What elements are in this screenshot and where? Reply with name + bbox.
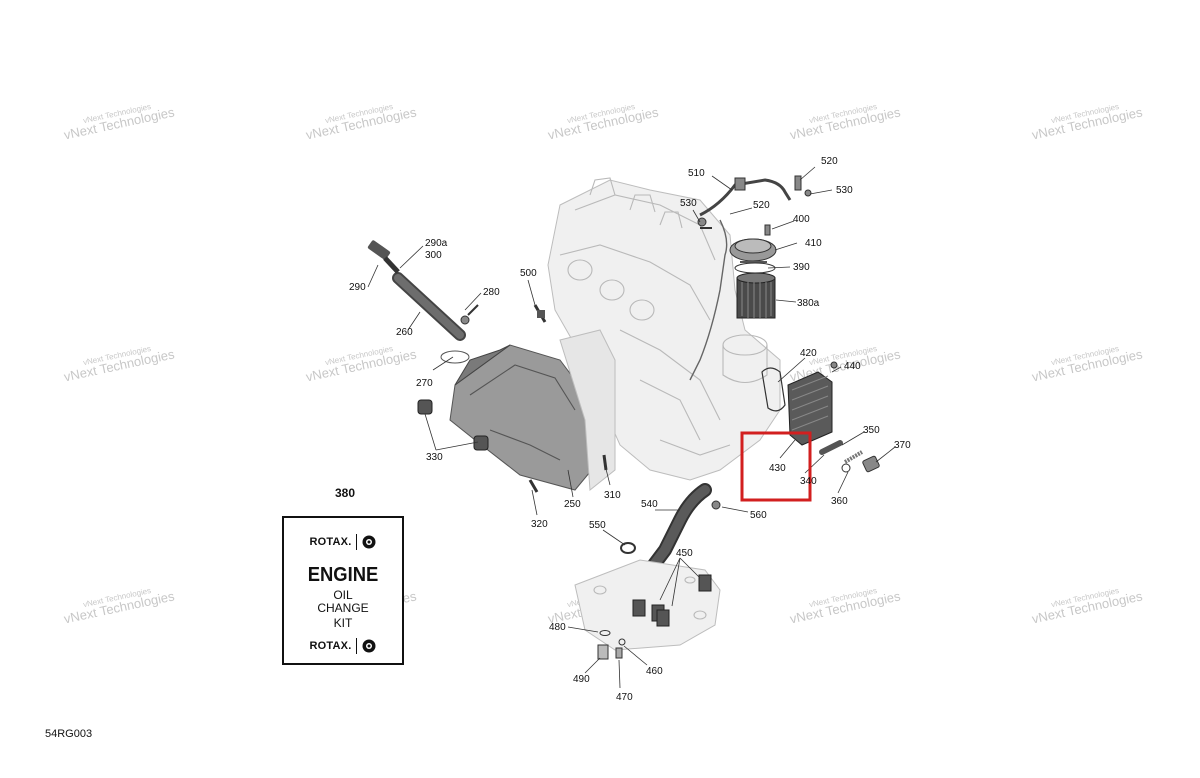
brand-separator bbox=[356, 638, 358, 654]
callout-290: 290 bbox=[349, 282, 366, 293]
callout-390: 390 bbox=[793, 262, 810, 273]
callout-540: 540 bbox=[641, 499, 658, 510]
kit-title-engine: ENGINE bbox=[307, 564, 379, 586]
callout-280: 280 bbox=[483, 287, 500, 298]
callout-310: 310 bbox=[604, 490, 621, 501]
callout-400: 400 bbox=[793, 214, 810, 225]
brand-row-bottom: ROTAX. bbox=[284, 636, 402, 656]
kit-callout: 380 bbox=[334, 486, 356, 500]
callout-560: 560 bbox=[750, 510, 767, 521]
kit-line-oil: OIL bbox=[333, 588, 353, 602]
brand-text-top: ROTAX. bbox=[309, 536, 352, 548]
callout-460: 460 bbox=[646, 666, 663, 677]
callout-340: 340 bbox=[800, 476, 817, 487]
callout-510: 510 bbox=[688, 168, 705, 179]
crankcase-lower bbox=[574, 559, 721, 651]
callout-500: 500 bbox=[520, 268, 537, 279]
callout-270: 270 bbox=[416, 378, 433, 389]
callout-260: 260 bbox=[396, 327, 413, 338]
callout-530a: 530 bbox=[680, 198, 697, 209]
callout-250: 250 bbox=[564, 499, 581, 510]
oil-change-kit-box: ROTAX. ENGINE OIL CHANGE KIT ROTAX. bbox=[282, 516, 404, 665]
oil-line-assembly bbox=[689, 175, 812, 381]
callout-290a: 290a bbox=[425, 238, 448, 249]
callout-320: 320 bbox=[531, 519, 548, 530]
callout-480: 480 bbox=[549, 622, 566, 633]
dipstick-tube bbox=[367, 240, 479, 364]
callout-300: 300 bbox=[425, 250, 442, 261]
kit-line-change: CHANGE bbox=[317, 601, 369, 615]
brand-row-top: ROTAX. bbox=[284, 532, 402, 552]
callout-530b: 530 bbox=[836, 185, 853, 196]
brand-text-bottom: ROTAX. bbox=[309, 640, 352, 652]
leader-lines bbox=[367, 166, 896, 689]
callout-430: 430 bbox=[769, 463, 786, 474]
callout-370: 370 bbox=[894, 440, 911, 451]
oil-hose bbox=[620, 483, 721, 577]
callout-520b: 520 bbox=[753, 200, 770, 211]
bypass-valve-parts bbox=[819, 440, 880, 473]
callout-450: 450 bbox=[676, 548, 693, 559]
callout-360: 360 bbox=[831, 496, 848, 507]
brand-logo-icon bbox=[362, 639, 376, 653]
callout-520a: 520 bbox=[821, 156, 838, 167]
oil-filter-assembly bbox=[729, 224, 777, 319]
document-code: 54RG003 bbox=[45, 728, 93, 740]
oil-cooler bbox=[761, 361, 838, 446]
callout-420: 420 bbox=[800, 348, 817, 359]
drain-parts bbox=[597, 630, 626, 660]
callout-330: 330 bbox=[426, 452, 443, 463]
oil-reservoir bbox=[449, 329, 616, 491]
callout-470: 470 bbox=[616, 692, 633, 703]
brand-logo-icon bbox=[362, 535, 376, 549]
callout-440: 440 bbox=[844, 361, 861, 372]
callout-490: 490 bbox=[573, 674, 590, 685]
callout-350: 350 bbox=[863, 425, 880, 436]
callout-380a: 380a bbox=[797, 298, 820, 309]
callout-410: 410 bbox=[805, 238, 822, 249]
brand-separator bbox=[356, 534, 358, 550]
highlight-box bbox=[740, 431, 812, 502]
callout-550: 550 bbox=[589, 520, 606, 531]
kit-line-kit: KIT bbox=[333, 616, 353, 630]
